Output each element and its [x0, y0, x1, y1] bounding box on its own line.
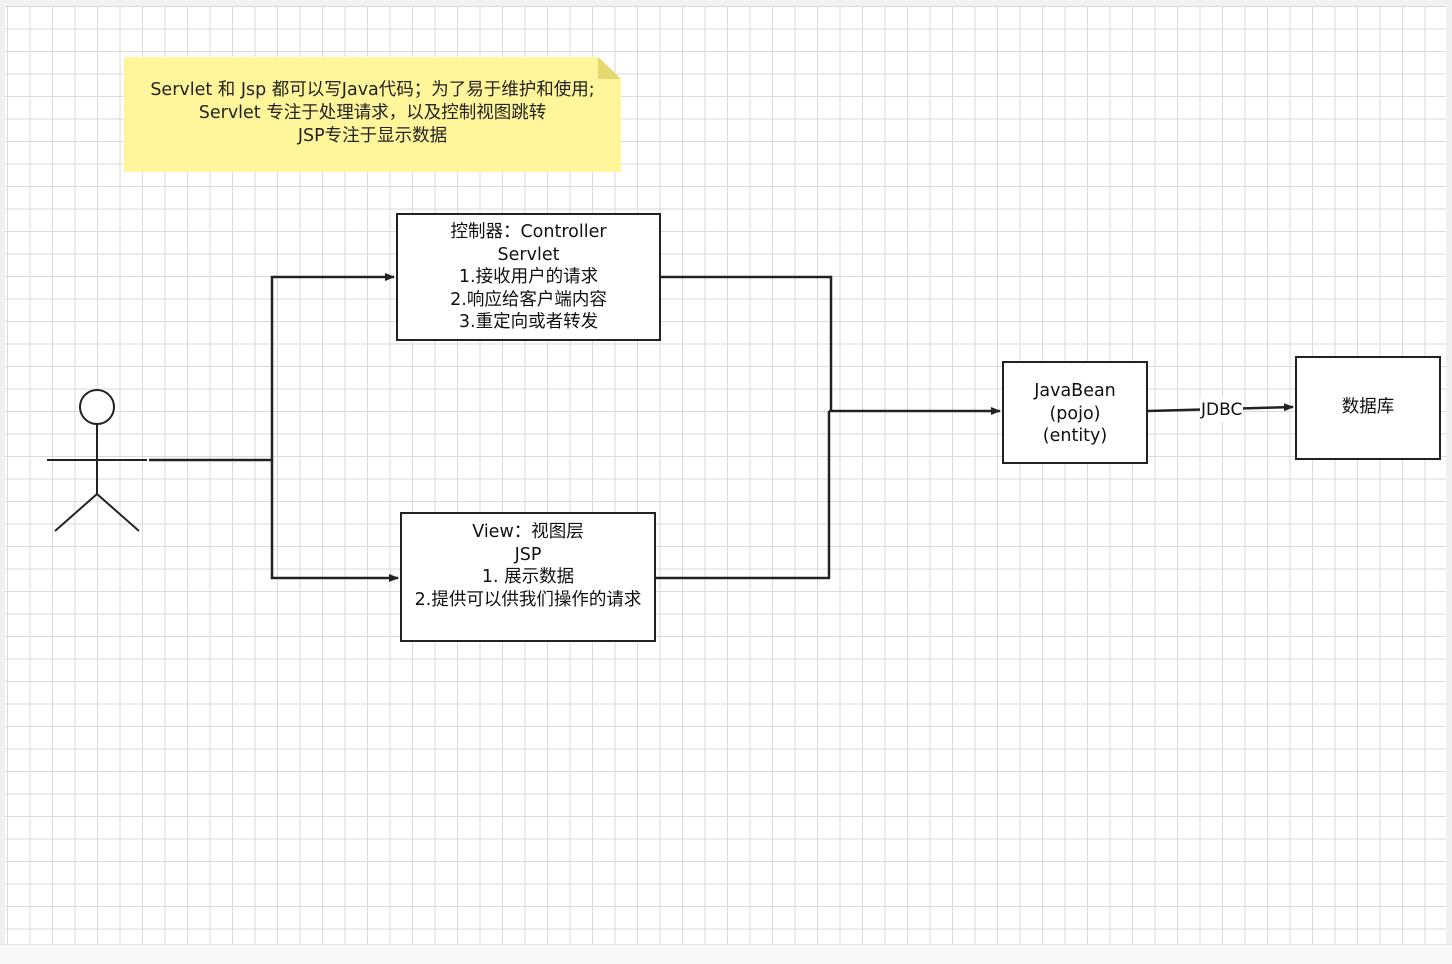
note-line-3: JSP专注于显示数据	[297, 126, 448, 146]
actor-figure[interactable]	[47, 389, 147, 532]
controller-item-1: 1.接收用户的请求	[458, 267, 599, 287]
canvas-left-edge	[0, 0, 5, 963]
controller-item-2: 2.响应给客户端内容	[450, 289, 607, 310]
jdbc-edge-label: JDBC	[1200, 398, 1244, 422]
database-label: 数据库	[1341, 397, 1395, 417]
javabean-node[interactable]: JavaBean (pojo) (entity)	[1002, 361, 1148, 464]
view-node[interactable]: View：视图层 JSP 1. 展示数据 2.提供可以供我们操作的请求	[400, 512, 656, 642]
edge-view-to-javabean[interactable]	[656, 411, 831, 580]
canvas-top-edge	[0, 0, 1452, 6]
javabean-title: JavaBean	[1034, 381, 1116, 401]
view-item-2: 2.提供可以供我们操作的请求	[414, 589, 642, 610]
database-node[interactable]: 数据库	[1295, 356, 1441, 460]
canvas-right-edge	[1446, 0, 1452, 963]
view-subtitle: JSP	[514, 544, 542, 565]
controller-node[interactable]: 控制器：Controller Servlet 1.接收用户的请求 2.响应给客户…	[396, 213, 661, 341]
edge-actor-to-view[interactable]	[270, 460, 399, 582]
view-title: View：视图层	[472, 522, 584, 542]
controller-title: 控制器：Controller	[450, 222, 607, 242]
note-line-2: Servlet 专注于处理请求，以及控制视图跳转	[198, 103, 547, 123]
sticky-note[interactable]: Servlet 和 Jsp 都可以写Java代码；为了易于维护和使用; Serv…	[124, 57, 621, 172]
edge-actor-to-controller[interactable]	[149, 273, 395, 462]
actor-left-leg	[54, 493, 98, 532]
view-item-1: 1. 展示数据	[481, 567, 575, 587]
edge-controller-to-javabean[interactable]	[661, 275, 833, 411]
canvas-bottom-edge	[0, 944, 1452, 964]
javabean-pojo: (pojo)	[1049, 403, 1101, 424]
javabean-entity: (entity)	[1042, 426, 1108, 446]
note-line-1: Servlet 和 Jsp 都可以写Java代码；为了易于维护和使用;	[150, 80, 595, 100]
controller-item-3: 3.重定向或者转发	[458, 312, 599, 332]
actor-right-leg	[96, 493, 140, 532]
actor-head	[79, 389, 115, 425]
controller-subtitle: Servlet	[497, 244, 560, 265]
